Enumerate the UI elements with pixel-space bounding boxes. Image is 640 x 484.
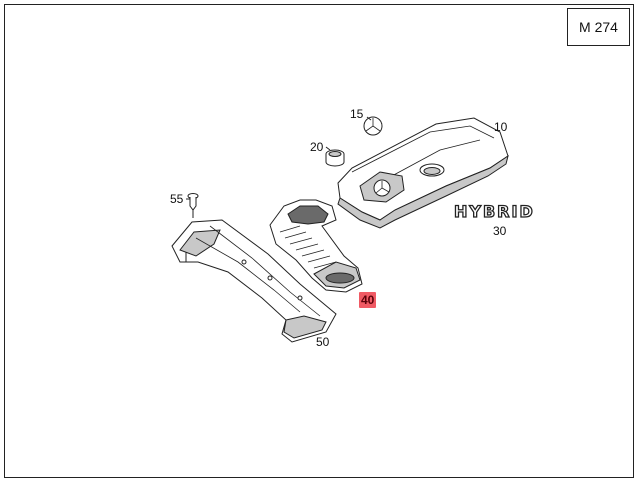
air-duct-part-40[interactable]: [269, 199, 363, 293]
engine-cover-part-10[interactable]: [337, 117, 509, 229]
callout-55[interactable]: 55: [170, 192, 184, 206]
star-emblem-part-15[interactable]: [363, 116, 383, 136]
callout-50[interactable]: 50: [316, 335, 330, 349]
callout-40[interactable]: 40: [359, 292, 377, 308]
callout-30[interactable]: 30: [493, 224, 507, 238]
leader-15: [366, 116, 372, 121]
callout-15[interactable]: 15: [350, 107, 364, 121]
diagram-frame: [4, 4, 634, 478]
callout-20[interactable]: 20: [310, 140, 324, 154]
callout-10[interactable]: 10: [494, 120, 508, 134]
model-code-box: M 274: [567, 8, 630, 46]
cap-part-20[interactable]: [325, 149, 345, 167]
leader-20: [325, 146, 331, 151]
hybrid-emblem: HYBRID: [453, 201, 535, 221]
lower-duct-part-50[interactable]: [171, 219, 337, 343]
model-code-text: M 274: [579, 19, 618, 35]
clip-part-55[interactable]: [187, 193, 199, 219]
